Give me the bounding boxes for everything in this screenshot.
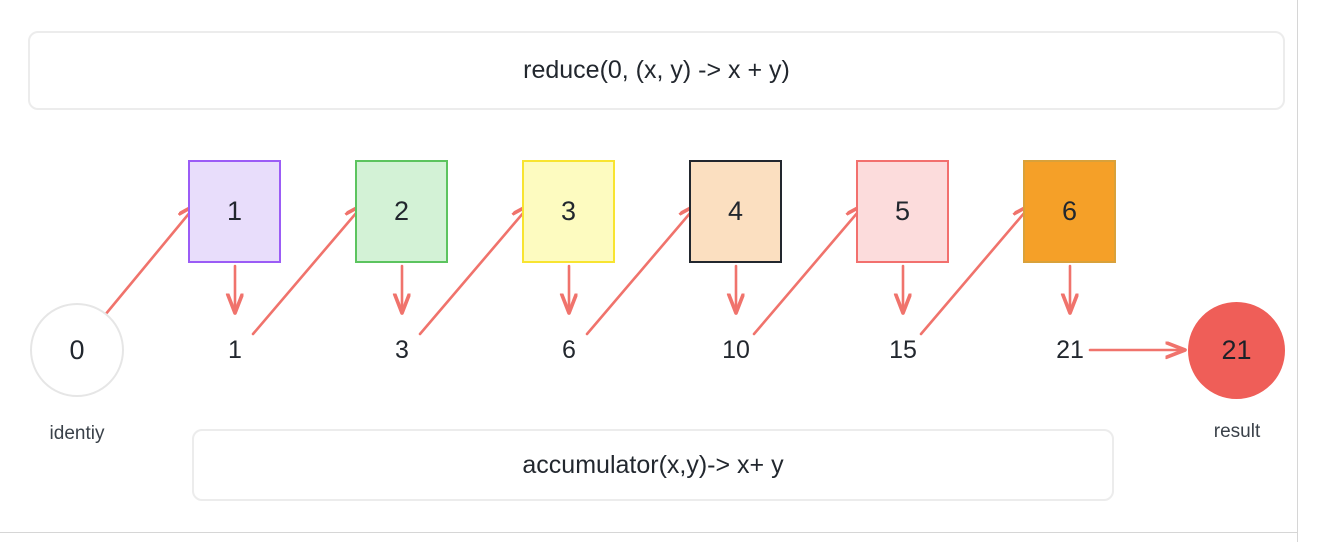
accumulator-value-2: 3 [395, 336, 409, 364]
identity-value: 0 [69, 334, 85, 365]
accumulator-value-4: 10 [722, 336, 750, 364]
accumulator-operation-label: accumulator(x,y)-> x+ y [522, 450, 784, 479]
result-label: result [1213, 421, 1261, 442]
reduce-operation-box: reduce(0, (x, y) -> x + y) [28, 31, 1285, 110]
reduce-operation-label: reduce(0, (x, y) -> x + y) [523, 56, 790, 84]
element-box-6-value: 6 [1061, 196, 1078, 226]
element-box-3-value: 3 [560, 196, 577, 226]
identity-circle[interactable]: 0 [30, 303, 124, 397]
accumulator-value-1: 1 [228, 336, 242, 364]
element-box-2-value: 2 [393, 196, 410, 226]
result-circle[interactable]: 21 [1188, 302, 1285, 399]
element-box-4[interactable]: 4 [689, 160, 782, 263]
accumulator-operation-box: accumulator(x,y)-> x+ y [192, 429, 1114, 501]
identity-label: identiy [49, 423, 105, 444]
element-box-1-value: 1 [226, 196, 243, 226]
accumulator-value-3: 6 [562, 336, 576, 364]
result-value: 21 [1221, 335, 1252, 365]
element-box-3[interactable]: 3 [522, 160, 615, 263]
element-box-1[interactable]: 1 [188, 160, 281, 263]
element-box-2[interactable]: 2 [355, 160, 448, 263]
element-box-5-value: 5 [894, 196, 911, 226]
accumulator-value-6: 21 [1056, 336, 1084, 364]
element-box-5[interactable]: 5 [856, 160, 949, 263]
arrow-identity-to-box-1 [103, 205, 196, 317]
page-border-bottom [0, 532, 1298, 533]
accumulator-value-5: 15 [889, 336, 917, 364]
element-box-6[interactable]: 6 [1023, 160, 1116, 263]
page-border-right [1297, 0, 1298, 542]
element-box-4-value: 4 [727, 196, 744, 226]
